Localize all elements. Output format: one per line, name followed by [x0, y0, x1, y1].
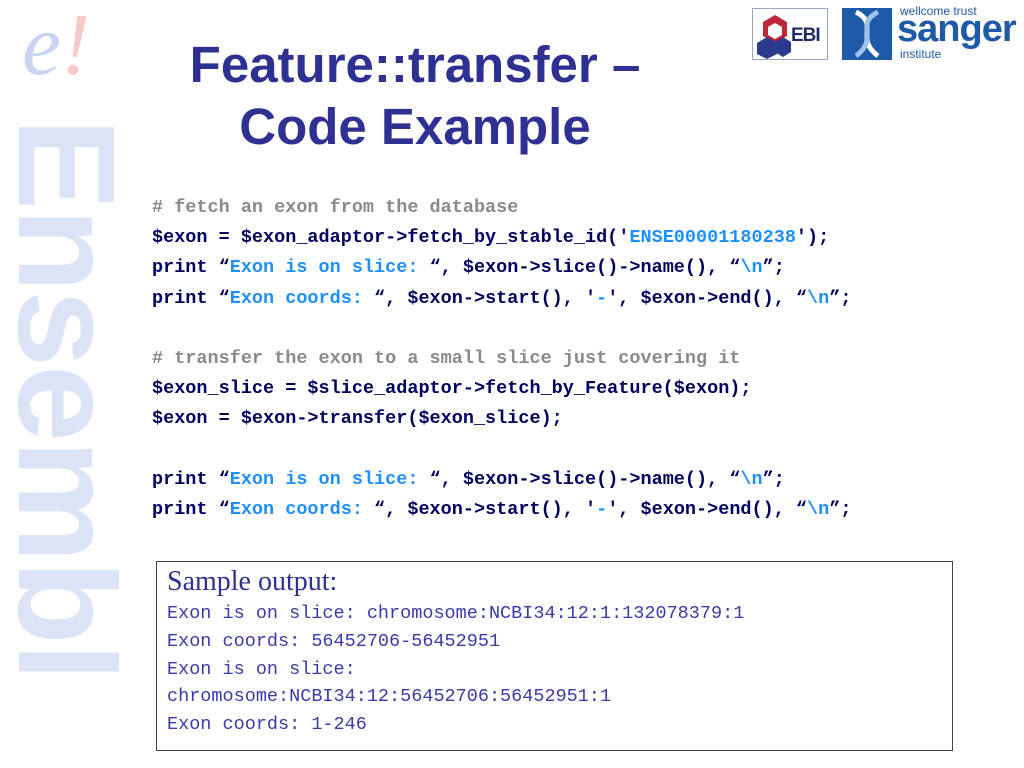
code-string: \n [740, 257, 763, 279]
ebi-hex-icon [757, 15, 791, 59]
code-line: print “Exon coords: “, $exon->start(), '… [152, 284, 851, 314]
code-string: \n [807, 287, 830, 309]
title-line-1: Feature::transfer – [189, 36, 641, 93]
code-line: $exon = $exon_adaptor->fetch_by_stable_i… [152, 223, 851, 253]
code-text: “, $exon->start(), ' [374, 498, 597, 520]
code-text: ', $exon->end(), “ [607, 498, 808, 520]
code-line: print “Exon is on slice: “, $exon->slice… [152, 465, 851, 495]
code-text: “, $exon->slice()->name(), “ [429, 468, 741, 490]
code-line [152, 435, 851, 465]
sanger-logo: wellcome trust sanger institute [842, 4, 1020, 61]
code-text: print “ [152, 257, 230, 279]
code-text: “, $exon->slice()->name(), “ [429, 257, 741, 279]
code-block: # fetch an exon from the database $exon =… [152, 193, 851, 525]
logo-e-letter: e [22, 0, 62, 94]
code-string: Exon coords: [229, 498, 375, 520]
code-string: ENSE00001180238 [629, 227, 796, 249]
code-text: ”; [762, 468, 785, 490]
code-text: ”; [829, 287, 852, 309]
code-string: Exon coords: [229, 287, 375, 309]
code-line: # fetch an exon from the database [152, 193, 851, 223]
sample-output-box: Sample output: Exon is on slice: chromos… [156, 561, 953, 751]
code-line: $exon_slice = $slice_adaptor->fetch_by_F… [152, 374, 851, 404]
output-line: Exon coords: 56452706-56452951 [167, 630, 501, 652]
ebi-logo: EBI [752, 8, 828, 60]
code-line [152, 314, 851, 344]
sanger-top-text: wellcome trust [900, 4, 977, 18]
code-string: \n [807, 498, 830, 520]
sanger-name: sanger [897, 8, 1017, 50]
slide-title: Feature::transfer – Code Example [150, 34, 680, 158]
code-string: - [596, 287, 608, 309]
code-text: ', $exon->end(), “ [607, 287, 808, 309]
code-string: Exon is on slice: [229, 257, 430, 279]
code-line: $exon = $exon->transfer($exon_slice); [152, 404, 851, 434]
code-text: print “ [152, 498, 230, 520]
output-line: Exon coords: 1-246 [167, 714, 367, 736]
code-string: Exon is on slice: [229, 468, 430, 490]
code-comment: # transfer the exon to a small slice jus… [152, 347, 741, 369]
sample-output-title: Sample output: [167, 566, 338, 597]
logo-exclamation: ! [61, 0, 91, 94]
code-comment: # fetch an exon from the database [152, 197, 519, 218]
code-text: $exon = $exon->transfer($exon_slice); [152, 408, 563, 430]
code-string: \n [740, 468, 763, 490]
output-line: Exon is on slice: [167, 658, 356, 680]
code-line: # transfer the exon to a small slice jus… [152, 344, 851, 374]
sanger-helix-icon [842, 8, 892, 60]
ebi-label: EBI [791, 25, 821, 46]
code-text: $exon_slice = $slice_adaptor->fetch_by_F… [152, 378, 752, 400]
code-line: print “Exon coords: “, $exon->start(), '… [152, 495, 851, 525]
ensembl-vertical-word: Ensembl [0, 118, 143, 680]
sanger-bottom-text: institute [900, 47, 942, 61]
code-text: print “ [152, 468, 230, 490]
code-text: '); [795, 227, 830, 249]
output-line: Exon is on slice: chromosome:NCBI34:12:1… [167, 603, 745, 624]
code-line: print “Exon is on slice: “, $exon->slice… [152, 253, 851, 283]
code-text: ”; [762, 257, 785, 279]
ensembl-watermark: e! Ensembl [0, 0, 145, 768]
code-string: - [596, 498, 608, 520]
ensembl-e-logo: e! [22, 2, 90, 90]
code-text: print “ [152, 287, 230, 309]
title-line-2: Code Example [239, 98, 591, 155]
code-text: $exon = $exon_adaptor->fetch_by_stable_i… [152, 227, 630, 249]
output-line: chromosome:NCBI34:12:56452706:56452951:1 [167, 686, 612, 708]
code-text: “, $exon->start(), ' [374, 287, 597, 309]
sample-output-lines: Exon is on slice: chromosome:NCBI34:12:1… [167, 600, 942, 739]
code-text: ”; [829, 498, 852, 520]
